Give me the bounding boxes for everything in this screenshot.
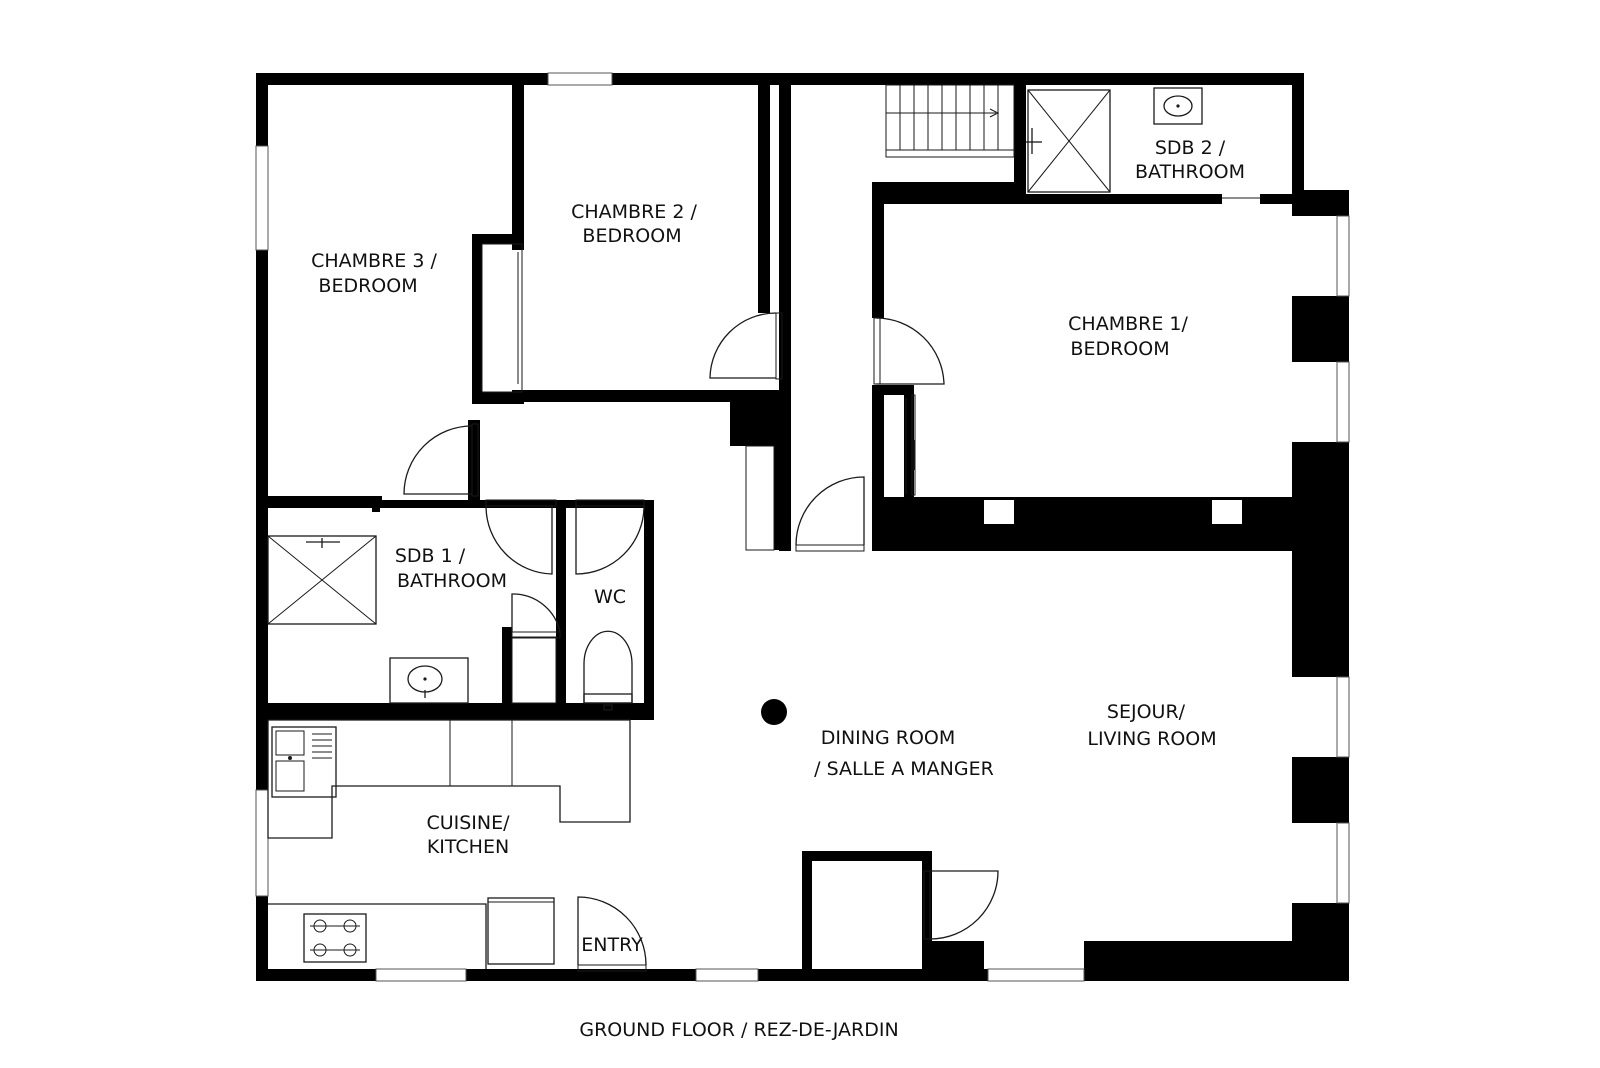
fridge-icon bbox=[487, 897, 555, 965]
notch-1 bbox=[984, 500, 1014, 524]
window-c1-right-2 bbox=[1336, 361, 1350, 443]
wall-c3-right bbox=[468, 420, 480, 500]
label-chambre1-sub: BEDROOM bbox=[1070, 338, 1169, 360]
wall-c1-left bbox=[872, 182, 884, 318]
wall-sdb1-wc bbox=[556, 500, 566, 720]
label-sejour: SEJOUR/ bbox=[1107, 701, 1186, 723]
wall-right-bottom-block bbox=[1084, 941, 1349, 981]
sink-icon bbox=[1153, 87, 1203, 125]
wall-c3-c2 bbox=[512, 85, 524, 250]
doors bbox=[403, 197, 1260, 972]
window-kitchen-left bbox=[255, 789, 269, 897]
door-corridor[interactable] bbox=[795, 476, 865, 552]
column bbox=[761, 699, 787, 725]
wall-c1-top-2 bbox=[872, 194, 1222, 204]
wall-c1-top-3 bbox=[1260, 194, 1304, 204]
wall-left bbox=[256, 73, 268, 981]
wall-corr-left bbox=[779, 85, 791, 551]
sdb2-fixtures bbox=[1026, 87, 1203, 193]
door-entry[interactable] bbox=[577, 896, 647, 972]
pilaster-2 bbox=[1292, 442, 1349, 677]
stairs bbox=[885, 84, 1015, 158]
label-dining-sub: / SALLE A MANGER bbox=[814, 758, 994, 780]
label-sdb1: SDB 1 / bbox=[395, 545, 466, 567]
window-c3-left bbox=[255, 145, 269, 251]
label-sdb2: SDB 2 / bbox=[1155, 137, 1226, 159]
label-sdb1-sub: BATHROOM bbox=[397, 570, 507, 592]
label-chambre3: CHAMBRE 3 / bbox=[311, 250, 437, 272]
wall-kitchen-top bbox=[256, 703, 654, 720]
wall-c2-right bbox=[758, 85, 770, 313]
windows bbox=[255, 72, 1350, 982]
wall-c3-bottom bbox=[256, 496, 382, 508]
wall-c1-closet bbox=[904, 385, 914, 497]
door-wc[interactable] bbox=[575, 499, 645, 575]
door-c2[interactable] bbox=[709, 312, 783, 380]
wall-c1-closet-top bbox=[872, 385, 912, 395]
room-labels: CHAMBRE 3 / BEDROOM CHAMBRE 2 / BEDROOM … bbox=[311, 137, 1245, 956]
window-c2-top bbox=[547, 72, 613, 86]
sdb1-fixtures bbox=[267, 535, 469, 704]
wall-closet-top bbox=[472, 234, 524, 244]
window-c1-right-1 bbox=[1336, 215, 1350, 297]
wall-wc-right bbox=[644, 500, 654, 720]
window-bottom-1 bbox=[375, 968, 467, 982]
door-sdb1-closet[interactable] bbox=[511, 593, 561, 639]
wall-top bbox=[256, 73, 1303, 85]
wall-sdb2-left bbox=[1014, 85, 1026, 197]
label-wc: WC bbox=[594, 586, 626, 608]
label-chambre2: CHAMBRE 2 / bbox=[571, 201, 697, 223]
label-chambre3-sub: BEDROOM bbox=[318, 275, 417, 297]
label-cuisine-sub: KITCHEN bbox=[427, 836, 509, 858]
closets bbox=[481, 243, 916, 704]
sink-icon bbox=[389, 657, 469, 704]
wall-c1-top bbox=[872, 182, 1026, 194]
door-c1[interactable] bbox=[873, 317, 945, 385]
wall-block-b-top bbox=[802, 851, 930, 861]
door-c3[interactable] bbox=[403, 423, 479, 497]
wall-block-b-bottom bbox=[922, 941, 984, 981]
label-sdb2-sub: BATHROOM bbox=[1135, 161, 1245, 183]
wall-block-b-left bbox=[802, 851, 812, 981]
wall-sdb1-closet bbox=[502, 627, 512, 720]
wall-block-b-right bbox=[922, 851, 932, 941]
wall-sdb1-left-stub bbox=[372, 500, 380, 512]
kitchen-fixtures bbox=[267, 719, 631, 969]
wall-closet-left bbox=[472, 234, 482, 404]
walls bbox=[256, 73, 1349, 981]
wall-c3-bottom-2 bbox=[372, 500, 654, 508]
toilet-icon bbox=[583, 630, 633, 711]
label-cuisine: CUISINE/ bbox=[426, 812, 510, 834]
wall-closet-bottom bbox=[472, 392, 524, 404]
wall-right-upper bbox=[1292, 73, 1304, 201]
label-sejour-sub: LIVING ROOM bbox=[1087, 728, 1216, 750]
pilaster-3 bbox=[1292, 757, 1349, 823]
label-entry: ENTRY bbox=[581, 934, 643, 956]
notch-2 bbox=[1212, 500, 1242, 524]
label-dining: DINING ROOM bbox=[821, 727, 956, 749]
shower-icon bbox=[267, 535, 377, 625]
wall-sdb1-closet-top bbox=[502, 627, 512, 637]
wall-c2-bottom bbox=[512, 390, 768, 402]
window-living-right-2 bbox=[1336, 822, 1350, 904]
shower-icon bbox=[1026, 89, 1111, 193]
stair-arrow-icon bbox=[989, 108, 1000, 118]
kitchen-sink-icon bbox=[271, 726, 337, 798]
label-chambre2-sub: BEDROOM bbox=[582, 225, 681, 247]
floor-caption: GROUND FLOOR / REZ-DE-JARDIN bbox=[579, 1019, 898, 1041]
label-chambre1: CHAMBRE 1/ bbox=[1068, 313, 1188, 335]
wall-notches bbox=[984, 500, 1242, 524]
pilaster-1 bbox=[1292, 296, 1349, 362]
door-sdb1[interactable] bbox=[485, 499, 557, 575]
window-living-right-1 bbox=[1336, 676, 1350, 758]
window-bottom-3 bbox=[987, 968, 1085, 982]
door-block-b[interactable] bbox=[923, 870, 999, 940]
window-bottom-2 bbox=[695, 968, 759, 982]
stove-icon bbox=[303, 913, 367, 963]
